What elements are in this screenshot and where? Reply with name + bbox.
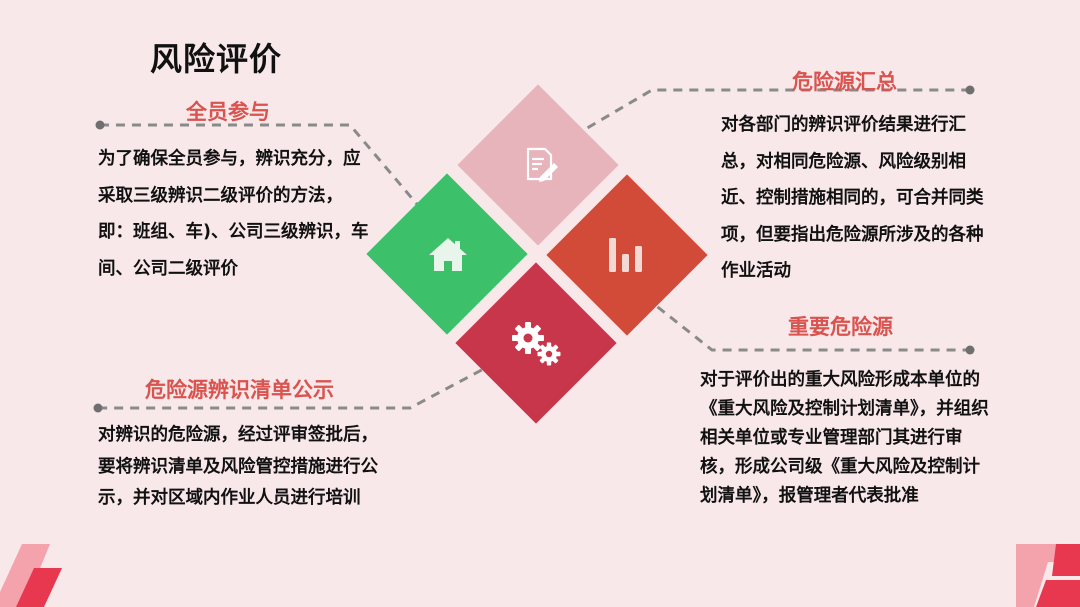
corner-decoration-right [1016,544,1080,607]
heading-publicity: 危险源辨识清单公示 [145,378,334,402]
text-all-staff: 为了确保全员参与，辨识充分，应采取三级辨识二级评价的方法，即：班组、车)、公司三… [98,149,369,279]
text-publicity: 对辨识的危险源，经过评审签批后，要将辨识清单及风险管控措施进行公示，并对区域内作… [98,425,378,508]
text-summary: 对各部门的辨识评价结果进行汇总，对相同危险源、风险级别相近、控制措施相同的，可合… [721,115,984,281]
heading-all-staff: 全员参与 [186,100,270,124]
heading-summary: 危险源汇总 [792,70,897,94]
corner-decoration-left [0,544,62,607]
connector-major [644,295,970,352]
house-icon [429,238,467,271]
connector-all-staff [100,123,434,223]
text-major: 对于评价出的重大风险形成本单位的《重大风险及控制计划清单》，并组织相关单位或专业… [700,370,989,506]
connector-dot [95,120,105,130]
connector-dot [93,403,103,413]
connector-dot [965,85,975,95]
connector-summary [559,88,970,146]
connector-dot [965,345,975,355]
connector-publicity [98,353,511,410]
document-pen-icon [526,147,558,182]
gears-icon [512,322,561,366]
page-title: 风险评价 [150,40,283,78]
bar-chart-icon [609,238,642,272]
heading-major: 重要危险源 [788,315,893,339]
